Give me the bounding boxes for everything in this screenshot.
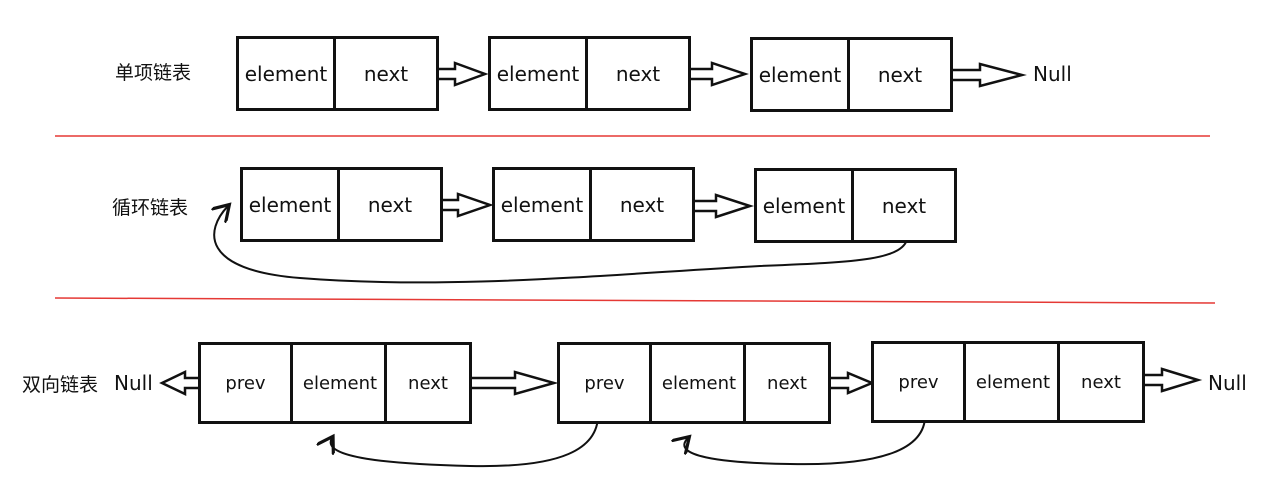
next-cell: next <box>333 39 436 108</box>
doubly-prev-curve-1 <box>331 411 600 468</box>
element-cell: element <box>649 345 746 421</box>
element-cell: element <box>762 193 846 218</box>
element-cell: element <box>500 192 584 217</box>
separator-line-2 <box>54 297 1216 304</box>
doubly-linked-list-label: 双向链表 <box>22 374 99 396</box>
doubly-prev-curve-2 <box>684 411 927 466</box>
singly-node-3: element next <box>750 37 953 112</box>
element-cell: element <box>244 61 328 86</box>
element-cell: element <box>963 344 1060 420</box>
doubly-null-left-label: Null <box>114 371 153 395</box>
circular-node-1: element next <box>240 167 443 242</box>
next-cell: next <box>743 345 828 421</box>
element-cell: element <box>248 192 332 217</box>
singly-node-2: element next <box>488 36 691 111</box>
singly-node-1: element next <box>236 36 439 111</box>
next-cell: next <box>337 170 440 239</box>
next-cell: next <box>1057 344 1142 420</box>
circular-node-2: element next <box>492 167 695 242</box>
next-cell: next <box>847 40 950 109</box>
element-cell: element <box>758 62 842 87</box>
next-cell: next <box>851 171 954 240</box>
prev-cell: prev <box>584 372 625 394</box>
doubly-node-1: prev element next <box>198 342 472 424</box>
doubly-null-right-label: Null <box>1208 371 1247 395</box>
next-cell: next <box>585 39 688 108</box>
next-cell: next <box>589 170 692 239</box>
element-cell: element <box>496 61 580 86</box>
singly-linked-list-label: 单项链表 <box>115 62 192 84</box>
prev-cell: prev <box>898 371 939 393</box>
singly-null-label: Null <box>1033 62 1072 86</box>
next-cell: next <box>384 345 469 421</box>
prev-cell: prev <box>225 372 266 394</box>
doubly-node-2: prev element next <box>557 342 831 424</box>
circular-linked-list-label: 循环链表 <box>112 197 189 219</box>
doubly-arrow-next-1 <box>456 370 559 396</box>
circular-return-curve <box>214 206 909 284</box>
circular-node-3: element next <box>754 168 957 243</box>
element-cell: element <box>290 345 387 421</box>
doubly-node-3: prev element next <box>871 341 1145 423</box>
